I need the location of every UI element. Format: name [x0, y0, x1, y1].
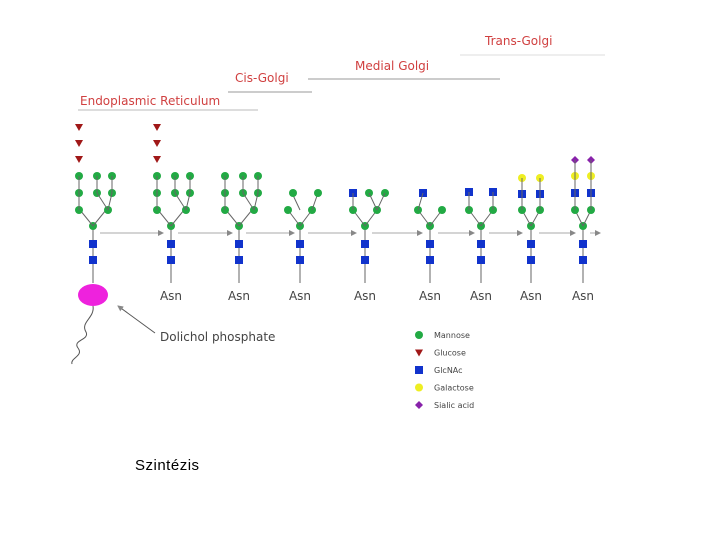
bond-line [96, 192, 109, 211]
bond-line [174, 192, 187, 211]
glycan-structure [414, 189, 446, 283]
glcnac-square [89, 256, 97, 264]
glycan-structure [153, 124, 194, 283]
glycan-structure [518, 174, 544, 283]
legend-glcnac-marker [415, 366, 423, 374]
glcnac-square [477, 256, 485, 264]
glcnac-square [361, 240, 369, 248]
dolichol-phosphate-blob [78, 284, 108, 306]
bond-line [170, 209, 185, 227]
glucose-triangle [153, 140, 161, 147]
legend-label: Galactose [434, 384, 474, 393]
glcnac-square [167, 256, 175, 264]
glycan-structure [465, 188, 497, 283]
glucose-triangle [153, 156, 161, 163]
bond-line [157, 209, 172, 227]
legend-mannose-marker [415, 331, 423, 339]
medial-golgi-label: Medial Golgi [355, 59, 429, 73]
bond-line [185, 192, 191, 211]
glcnac-square [296, 240, 304, 248]
cis-golgi-label: Cis-Golgi [235, 71, 289, 85]
glycan-structure [571, 156, 595, 283]
dolichol-phosphate-label: Dolichol phosphate [160, 330, 275, 344]
dolichol-tail [71, 305, 94, 365]
glucose-triangle [153, 124, 161, 131]
caption-text: Szintézis [135, 457, 200, 474]
bond-line [238, 209, 253, 227]
glcnac-square [167, 240, 175, 248]
bond-line [376, 192, 386, 211]
legend-label: Sialic acid [434, 401, 474, 410]
glcnac-square [361, 256, 369, 264]
mannose-circle [438, 206, 446, 214]
asn-label: Asn [228, 289, 250, 303]
bond-line [107, 192, 113, 211]
asn-label: Asn [419, 289, 441, 303]
glcnac-square [426, 256, 434, 264]
glcnac-square [527, 256, 535, 264]
trans-golgi-label: Trans-Golgi [484, 34, 552, 48]
bond-line [92, 209, 107, 227]
glycan-structure [284, 189, 322, 283]
glcnac-square [235, 256, 243, 264]
mannose-circle [314, 189, 322, 197]
glcnac-square [579, 240, 587, 248]
glucose-triangle [75, 156, 83, 163]
asn-label: Asn [572, 289, 594, 303]
legend-galactose-marker [415, 383, 423, 392]
bond-line [417, 192, 424, 211]
glcnac-square [527, 240, 535, 248]
glycan-structure [349, 189, 389, 283]
legend-sialic-acid-marker [415, 401, 423, 409]
mannose-circle [289, 189, 297, 197]
asn-label: Asn [520, 289, 542, 303]
glcnac-square [235, 240, 243, 248]
dolichol-pointer-arrow [117, 305, 156, 334]
glycan-structures [75, 124, 595, 283]
asn-label: Asn [470, 289, 492, 303]
mannose-circle [284, 206, 292, 214]
glcnac-square [426, 240, 434, 248]
bond-line [225, 209, 240, 227]
bond-line [79, 209, 94, 227]
bond-line [368, 192, 378, 211]
asn-labels: Asn Asn Asn Asn Asn Asn Asn Asn [160, 289, 594, 303]
asn-label: Asn [354, 289, 376, 303]
glycan-structure [221, 172, 262, 283]
glycan-structure [75, 124, 116, 283]
legend-label: GlcNAc [434, 366, 463, 375]
legend-glucose-marker [415, 349, 423, 357]
glcnac-square [477, 240, 485, 248]
bond-line [242, 192, 255, 211]
glucose-triangle [75, 124, 83, 131]
asn-label: Asn [289, 289, 311, 303]
legend-label: Mannose [434, 331, 470, 340]
glcnac-square [296, 256, 304, 264]
glucose-triangle [75, 140, 83, 147]
bond-line [253, 192, 259, 211]
asn-label: Asn [160, 289, 182, 303]
glcnac-square [579, 256, 587, 264]
legend-label: Glucose [434, 349, 466, 358]
glcnac-square [89, 240, 97, 248]
er-label: Endoplasmic Reticulum [80, 94, 220, 108]
